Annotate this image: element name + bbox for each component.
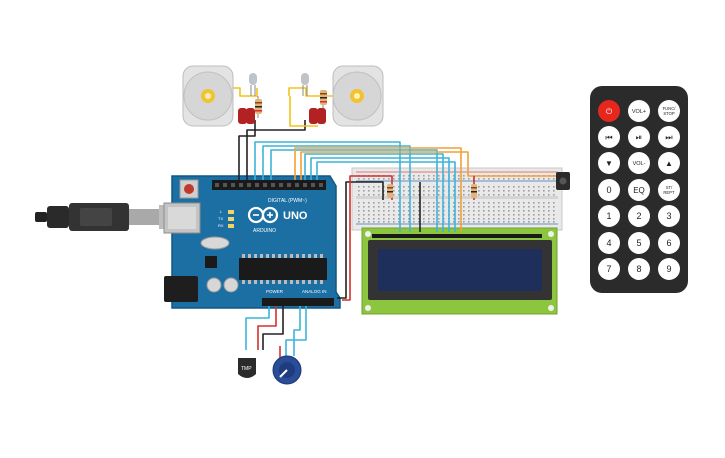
remote-button-4-2[interactable]: 3 (658, 205, 680, 227)
breadboard (351, 167, 563, 231)
breadboard-resistor-1 (387, 184, 393, 198)
temperature-sensor: TMP (238, 358, 256, 378)
remote-button-label: ⏭ (665, 133, 672, 142)
remote-button-4-1[interactable]: 2 (628, 205, 650, 227)
remote-button-1-2[interactable]: ⏭ (658, 126, 680, 148)
lcd-16x2-display (361, 227, 558, 315)
brand-label: ARDUINO (253, 228, 276, 234)
analog-in-label: ANALOG IN (302, 289, 327, 294)
breadboard-resistor-2 (471, 184, 477, 198)
remote-button-3-1[interactable]: EQ (628, 179, 650, 201)
remote-button-label: ⏻ (606, 107, 613, 116)
ir-remote: ⏻ VOL+ FUNC/STOP ⏮ ⏯ ⏭ ▼ VOL- ▲ 0 EQ ST/REPT 1 2 3 4 5 6 7… (590, 86, 688, 293)
remote-button-label: ▲ (665, 159, 673, 168)
resistor-left (255, 96, 262, 118)
remote-button-label: ST/REPT (663, 185, 675, 195)
ir-receiver (556, 172, 570, 190)
remote-button-label: 1 (606, 211, 611, 221)
dc-motor-right (332, 65, 384, 127)
rx-led-label: RX (218, 223, 224, 228)
remote-button-3-2[interactable]: ST/REPT (658, 179, 680, 201)
remote-button-label: 9 (666, 264, 671, 274)
remote-button-label: 7 (606, 264, 611, 274)
remote-button-3-0[interactable]: 0 (598, 179, 620, 201)
remote-button-label: ⏮ (605, 133, 612, 142)
remote-button-5-0[interactable]: 4 (598, 232, 620, 254)
remote-button-2-0[interactable]: ▼ (598, 152, 620, 174)
potentiometer (272, 355, 302, 385)
remote-button-2-1[interactable]: VOL- (628, 152, 650, 174)
remote-button-label: VOL+ (632, 109, 646, 115)
l-led-label: L (220, 209, 223, 214)
remote-button-label: ⏯ (636, 133, 642, 142)
tx-led-label: TX (218, 216, 223, 221)
remote-button-2-2[interactable]: ▲ (658, 152, 680, 174)
usb-cable (35, 203, 175, 231)
remote-button-6-0[interactable]: 7 (598, 258, 620, 280)
remote-button-label: FUNC/STOP (663, 106, 677, 116)
remote-button-1-0[interactable]: ⏮ (598, 126, 620, 148)
led-left (249, 73, 257, 96)
remote-button-label: VOL- (633, 161, 646, 167)
power-label: POWER (266, 289, 284, 294)
remote-button-0-1[interactable]: VOL+ (628, 100, 650, 122)
resistor-right (320, 90, 327, 108)
remote-button-label: EQ (633, 186, 645, 195)
remote-button-label: 6 (666, 238, 671, 248)
remote-button-label: 3 (666, 211, 671, 221)
remote-button-6-2[interactable]: 9 (658, 258, 680, 280)
arduino-uno-board: DIGITAL (PWM~) UNO ARDUINO L TX RX (163, 175, 341, 309)
diode-capacitor-right (309, 108, 326, 124)
remote-button-0-2[interactable]: FUNC/STOP (658, 100, 680, 122)
dc-motor-left (182, 65, 234, 127)
remote-button-label: ▼ (605, 159, 613, 168)
remote-button-6-1[interactable]: 8 (628, 258, 650, 280)
remote-button-5-1[interactable]: 5 (628, 232, 650, 254)
remote-button-label: 5 (636, 238, 641, 248)
digital-pwm-label: DIGITAL (PWM~) (268, 198, 307, 204)
wires (226, 87, 568, 358)
remote-button-label: 0 (606, 185, 611, 195)
remote-button-0-0[interactable]: ⏻ (598, 100, 620, 122)
remote-button-4-0[interactable]: 1 (598, 205, 620, 227)
diode-capacitor-left (238, 108, 255, 124)
led-right (301, 73, 309, 96)
remote-button-5-2[interactable]: 6 (658, 232, 680, 254)
remote-button-label: 4 (606, 238, 611, 248)
remote-button-1-1[interactable]: ⏯ (628, 126, 650, 148)
remote-button-label: 8 (636, 264, 641, 274)
arduino-logo-icon (247, 206, 279, 224)
tmp-label: TMP (241, 366, 252, 372)
model-label: UNO (283, 210, 308, 222)
remote-button-label: 2 (636, 211, 641, 221)
